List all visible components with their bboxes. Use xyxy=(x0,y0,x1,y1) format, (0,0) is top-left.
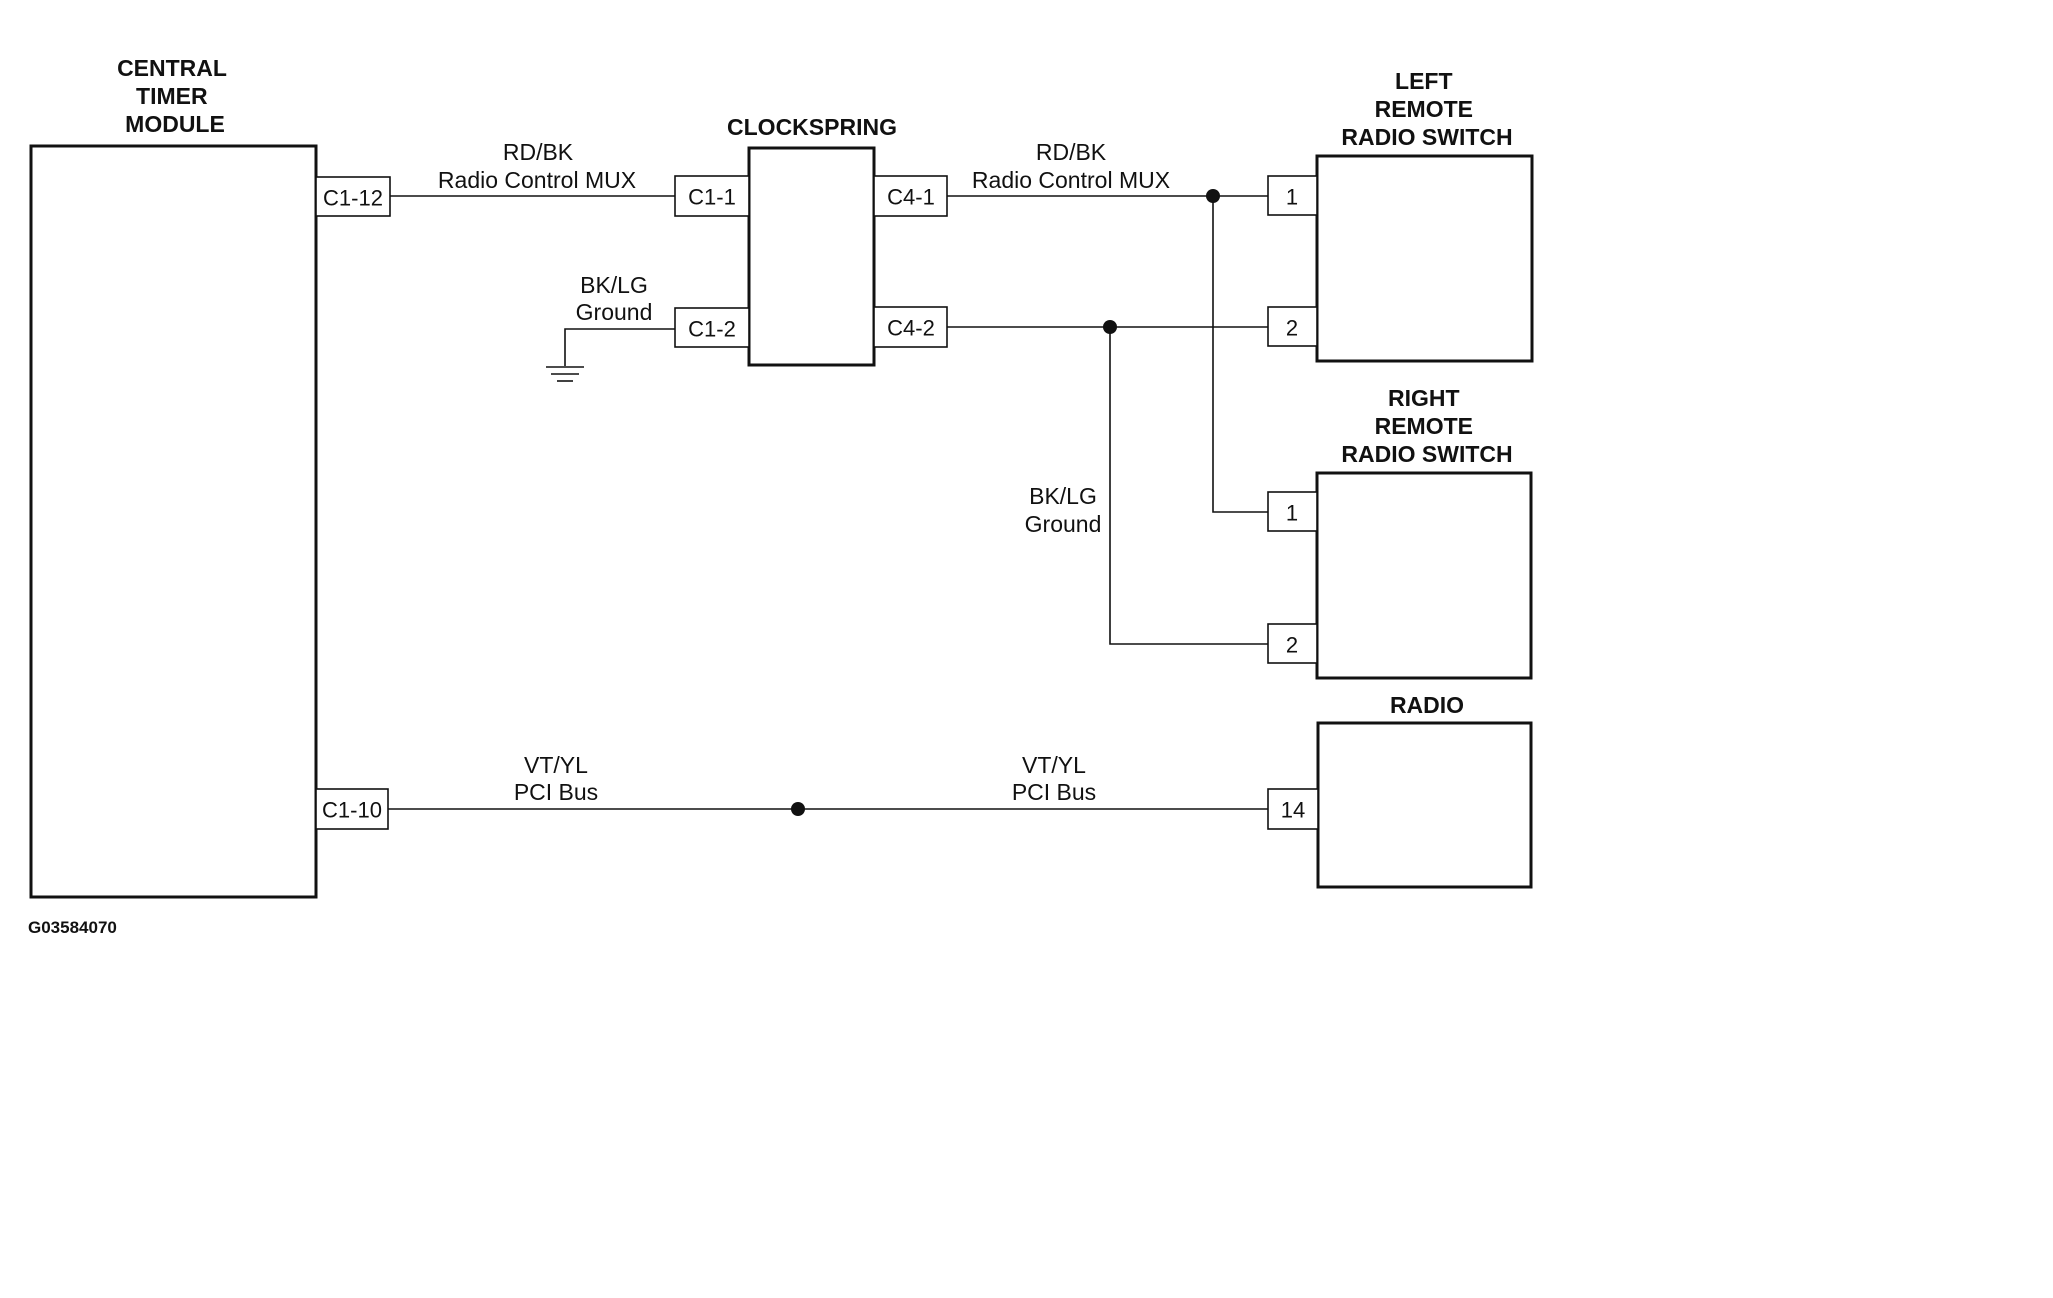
right-switch-title-line-1: RIGHT xyxy=(1388,385,1460,411)
ctm-pin-c1-10-label: C1-10 xyxy=(322,798,382,823)
right-switch-pin-2 xyxy=(1267,623,1318,664)
ctm-title-line-2: TIMER xyxy=(136,83,208,109)
central-timer-module: CENTRAL TIMER MODULE C1-12 C1-10 xyxy=(29,55,391,899)
wire-label-ground-switches-function: Ground xyxy=(1025,511,1102,537)
left-switch-pin-1 xyxy=(1267,175,1318,216)
clockspring-box xyxy=(747,146,876,367)
wire-mux-splice-to-right-switch xyxy=(1212,196,1268,513)
ctm-box xyxy=(29,144,318,899)
left-switch-box xyxy=(1315,154,1534,363)
left-switch-title-line-2: REMOTE xyxy=(1375,96,1473,122)
radio: RADIO 14 xyxy=(1267,692,1533,889)
wire-label-pci-left-color: VT/YL xyxy=(524,752,588,778)
wire-label-ground-switches-color: BK/LG xyxy=(1029,483,1097,509)
wire-ground-c1-2 xyxy=(564,328,675,366)
left-switch-title-line-1: LEFT xyxy=(1395,68,1453,94)
right-switch-box xyxy=(1315,471,1533,680)
right-switch-pin-1-label: 1 xyxy=(1286,501,1298,526)
ctm-title-line-3: MODULE xyxy=(125,111,225,137)
clockspring-pin-c1-2 xyxy=(674,307,750,348)
wires xyxy=(388,195,1268,810)
left-remote-radio-switch: LEFT REMOTE RADIO SWITCH 1 2 xyxy=(1267,68,1534,363)
radio-pin-14-label: 14 xyxy=(1281,798,1305,823)
right-switch-title-line-3: RADIO SWITCH xyxy=(1341,441,1512,467)
clockspring-pin-c1-1 xyxy=(674,175,750,217)
wire-label-mux-left-color: RD/BK xyxy=(503,139,574,165)
right-switch-title: RIGHT REMOTE RADIO SWITCH xyxy=(1341,385,1512,467)
clockspring-pin-c4-1-label: C4-1 xyxy=(887,185,935,210)
ctm-pin-c1-12 xyxy=(315,176,391,217)
splice-ground xyxy=(1103,320,1117,334)
clockspring-pin-c4-1 xyxy=(873,175,948,217)
wire-ground-splice-to-right-switch xyxy=(1109,327,1268,645)
ctm-pin-c1-10 xyxy=(315,788,389,830)
ctm-title-line-1: CENTRAL xyxy=(117,55,227,81)
wire-label-pci-right-function: PCI Bus xyxy=(1012,779,1096,805)
clockspring-pin-c1-1-label: C1-1 xyxy=(688,185,736,210)
left-switch-title: LEFT REMOTE RADIO SWITCH xyxy=(1341,68,1512,150)
splice-pci xyxy=(791,802,805,816)
left-switch-title-line-3: RADIO SWITCH xyxy=(1341,124,1512,150)
figure-id: G03584070 xyxy=(28,918,117,937)
left-switch-pin-1-label: 1 xyxy=(1286,185,1298,210)
left-switch-pin-2 xyxy=(1267,306,1318,347)
right-switch-title-line-2: REMOTE xyxy=(1375,413,1473,439)
wire-label-ground-clockspring-function: Ground xyxy=(576,299,653,325)
clockspring-pin-c1-2-label: C1-2 xyxy=(688,317,736,342)
wire-label-pci-right-color: VT/YL xyxy=(1022,752,1086,778)
ctm-pin-c1-12-label: C1-12 xyxy=(323,186,383,211)
radio-box xyxy=(1316,721,1533,889)
splice-mux xyxy=(1206,189,1220,203)
clockspring-pin-c4-2 xyxy=(873,306,948,348)
ctm-title: CENTRAL TIMER MODULE xyxy=(117,55,233,137)
clockspring-pin-c4-2-label: C4-2 xyxy=(887,316,935,341)
left-switch-pin-2-label: 2 xyxy=(1286,316,1298,341)
wire-label-mux-right-function: Radio Control MUX xyxy=(972,167,1170,193)
right-remote-radio-switch: RIGHT REMOTE RADIO SWITCH 1 2 xyxy=(1267,385,1533,680)
radio-title: RADIO xyxy=(1390,692,1464,718)
radio-pin-14 xyxy=(1267,788,1319,830)
wire-label-mux-right-color: RD/BK xyxy=(1036,139,1107,165)
wiring-diagram: CENTRAL TIMER MODULE C1-12 C1-10 CLOCKSP… xyxy=(28,55,1534,937)
clockspring-title: CLOCKSPRING xyxy=(727,114,897,140)
wire-label-mux-left-function: Radio Control MUX xyxy=(438,167,636,193)
clockspring: CLOCKSPRING C1-1 C1-2 C4-1 C4-2 xyxy=(674,114,948,367)
ground-icon xyxy=(546,366,584,382)
wire-label-pci-left-function: PCI Bus xyxy=(514,779,598,805)
right-switch-pin-1 xyxy=(1267,491,1318,532)
wire-label-ground-clockspring-color: BK/LG xyxy=(580,272,648,298)
right-switch-pin-2-label: 2 xyxy=(1286,633,1298,658)
